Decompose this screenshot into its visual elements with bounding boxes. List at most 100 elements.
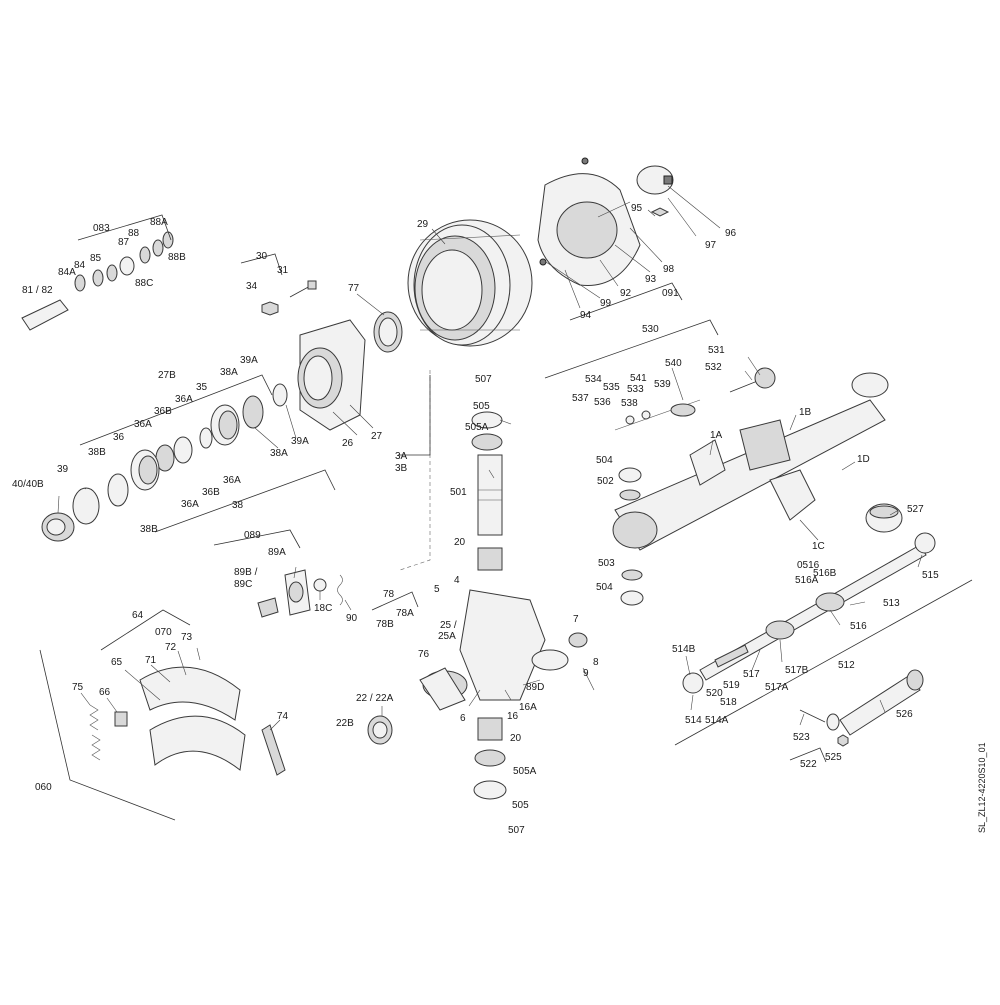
- label-22-22A: 22 / 22A: [356, 693, 394, 704]
- label-522: 522: [800, 759, 817, 770]
- label-38A-top: 38A: [220, 367, 238, 378]
- brake-shoe-060: [89, 666, 286, 776]
- label-78: 78: [383, 589, 395, 600]
- label-0516: 0516: [797, 560, 820, 571]
- sensor-group-083: [21, 231, 174, 331]
- bolt-31: [289, 280, 317, 298]
- label-90: 90: [346, 613, 358, 624]
- label-38B-top: 38B: [88, 447, 106, 458]
- label-5: 5: [434, 584, 440, 595]
- label-87: 87: [118, 237, 130, 248]
- label-540: 540: [665, 358, 682, 369]
- label-513: 513: [883, 598, 900, 609]
- label-538: 538: [621, 398, 638, 409]
- label-523: 523: [793, 732, 810, 743]
- brake-drum-29: [407, 219, 533, 347]
- label-71: 71: [145, 655, 157, 666]
- bushing-7: [568, 632, 588, 648]
- label-507-top: 507: [475, 374, 492, 385]
- label-76: 76: [418, 649, 430, 660]
- label-85: 85: [90, 253, 102, 264]
- label-96: 96: [725, 228, 737, 239]
- label-89D: 89D: [526, 682, 544, 693]
- label-94: 94: [580, 310, 592, 321]
- label-95: 95: [631, 203, 643, 214]
- label-533: 533: [627, 384, 644, 395]
- leader-lines: [57, 185, 923, 731]
- label-3B: 3B: [395, 463, 408, 474]
- label-505-bottom: 505: [512, 800, 529, 811]
- label-35: 35: [196, 382, 208, 393]
- label-81-82: 81 / 82: [22, 285, 53, 296]
- axle-beam-1A: [612, 372, 889, 551]
- label-536: 536: [594, 397, 611, 408]
- label-99: 99: [600, 298, 612, 309]
- label-526: 526: [896, 709, 913, 720]
- label-517B: 517B: [785, 665, 809, 676]
- label-530: 530: [642, 324, 659, 335]
- label-515: 515: [922, 570, 939, 581]
- label-1C: 1C: [812, 541, 825, 552]
- label-89C: 89C: [234, 579, 252, 590]
- group-brackets: [39, 214, 973, 821]
- label-514B: 514B: [672, 644, 696, 655]
- steering-knuckle: [419, 589, 569, 711]
- label-501: 501: [450, 487, 467, 498]
- label-78A: 78A: [396, 608, 414, 619]
- seal-22: [367, 715, 393, 745]
- label-74: 74: [277, 711, 289, 722]
- label-531: 531: [708, 345, 725, 356]
- label-516: 516: [850, 621, 867, 632]
- label-36B-1: 36B: [154, 406, 172, 417]
- label-8: 8: [593, 657, 599, 668]
- label-64: 64: [132, 610, 144, 621]
- label-4: 4: [454, 575, 460, 586]
- king-pin-501: [477, 454, 503, 536]
- label-36B-2: 36B: [202, 487, 220, 498]
- label-517A: 517A: [765, 682, 789, 693]
- label-36A-1: 36A: [175, 394, 193, 405]
- label-532: 532: [705, 362, 722, 373]
- label-77: 77: [348, 283, 360, 294]
- label-534: 534: [585, 374, 602, 385]
- label-40-40B: 40/40B: [12, 479, 44, 490]
- label-88: 88: [128, 228, 140, 239]
- hub-cap-40: [41, 512, 75, 542]
- label-30: 30: [256, 251, 268, 262]
- label-84: 84: [74, 260, 86, 271]
- bolt-95: [650, 207, 670, 217]
- label-503: 503: [598, 558, 615, 569]
- label-39: 39: [57, 464, 69, 475]
- label-97: 97: [705, 240, 717, 251]
- label-25: 25 /: [440, 620, 457, 631]
- label-27: 27: [371, 431, 383, 442]
- damper-526: [799, 669, 924, 747]
- chamber-527: [865, 503, 903, 533]
- label-091: 091: [662, 288, 679, 299]
- label-88C: 88C: [135, 278, 153, 289]
- label-3A: 3A: [395, 451, 408, 462]
- label-525: 525: [825, 752, 842, 763]
- label-089: 089: [244, 530, 261, 541]
- nut-34: [261, 301, 279, 316]
- adjuster-530: [614, 399, 701, 431]
- label-93: 93: [645, 274, 657, 285]
- label-34: 34: [246, 281, 258, 292]
- label-512: 512: [838, 660, 855, 671]
- label-504-bottom: 504: [596, 582, 613, 593]
- label-6: 6: [460, 713, 466, 724]
- label-36A-3: 36A: [181, 499, 199, 510]
- cover-505-top: [471, 411, 503, 451]
- label-504-top: 504: [596, 455, 613, 466]
- label-78B: 78B: [376, 619, 394, 630]
- label-72: 72: [165, 642, 177, 653]
- label-84A: 84A: [58, 267, 76, 278]
- label-36A-4: 36A: [223, 475, 241, 486]
- label-36A-2: 36A: [134, 419, 152, 430]
- label-89B: 89B /: [234, 567, 258, 578]
- label-520: 520: [706, 688, 723, 699]
- label-31: 31: [277, 265, 289, 276]
- label-39A-top: 39A: [240, 355, 258, 366]
- label-507-bottom: 507: [508, 825, 525, 836]
